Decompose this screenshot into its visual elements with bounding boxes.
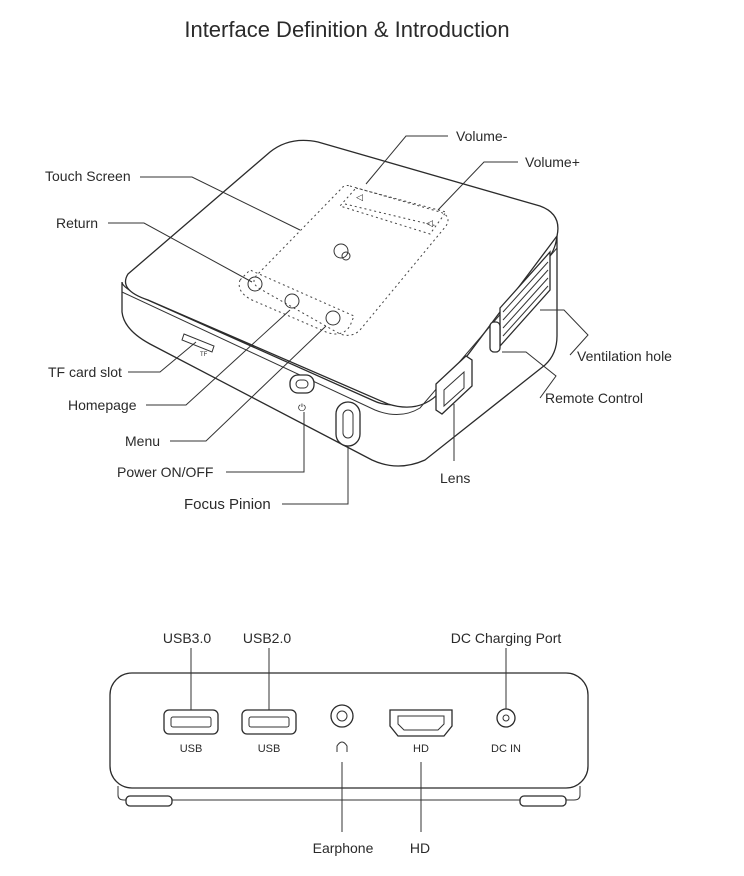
earphone-jack-inner <box>336 710 348 722</box>
dc-port-pin <box>502 714 510 722</box>
volume-slider-line <box>344 203 438 227</box>
earphone-jack <box>330 704 354 728</box>
hd-port <box>389 709 453 737</box>
foot-right <box>519 795 567 807</box>
return-button-icon <box>247 276 263 292</box>
volume-plus-icon: ◁ <box>426 218 433 228</box>
label-usb3: USB3.0 <box>163 630 211 646</box>
touch-screen-zone <box>253 185 449 336</box>
projector-back-panel: USB USB HD DC IN <box>109 672 589 807</box>
usb2-port <box>241 709 297 735</box>
leader-lines-top <box>108 135 589 505</box>
hd-mark: HD <box>413 743 429 755</box>
focus-pinion-wheel <box>342 409 354 439</box>
device-top-face <box>124 139 559 408</box>
back-panel-body <box>109 672 589 789</box>
hd-port-inner <box>397 715 445 731</box>
volume-minus-icon: ◁ <box>356 192 363 202</box>
label-earphone: Earphone <box>313 840 374 856</box>
dc-port <box>496 708 516 728</box>
lens <box>435 355 473 415</box>
dc-in-mark: DC IN <box>491 743 521 755</box>
usb2-port-inner <box>248 716 290 728</box>
touch-icon <box>333 243 349 259</box>
label-hd: HD <box>410 840 430 856</box>
label-remote-control: Remote Control <box>545 390 643 406</box>
ventilation-slats <box>502 261 549 337</box>
device-top-edge <box>121 247 558 415</box>
usb3-port-inner <box>170 716 212 728</box>
usb2-mark: USB <box>258 743 281 755</box>
label-ventilation-hole: Ventilation hole <box>577 348 672 364</box>
usb3-mark: USB <box>180 743 203 755</box>
lens-inner <box>443 370 465 408</box>
tf-card-slot <box>181 333 215 353</box>
remote-control-receiver <box>489 321 501 353</box>
power-button-inner <box>295 379 309 389</box>
label-power: Power ON/OFF <box>117 464 213 480</box>
label-tf-card-slot: TF card slot <box>48 364 122 380</box>
label-homepage: Homepage <box>68 397 137 413</box>
label-volume-plus: Volume+ <box>525 154 580 170</box>
touch-icon-ring <box>341 251 351 261</box>
menu-button-icon <box>325 310 341 326</box>
label-usb2: USB2.0 <box>243 630 291 646</box>
volume-zone <box>339 187 447 235</box>
label-menu: Menu <box>125 433 160 449</box>
headphone-icon <box>336 741 348 752</box>
label-volume-minus: Volume- <box>456 128 508 144</box>
projector-device-top: ◁ ◁ TF ⏻ <box>121 139 559 467</box>
homepage-button-icon <box>284 293 300 309</box>
label-return: Return <box>56 215 98 231</box>
focus-pinion <box>335 401 361 447</box>
tf-mark: TF <box>200 352 208 358</box>
power-button <box>289 374 315 394</box>
label-dc-charging-port: DC Charging Port <box>451 630 562 646</box>
label-touch-screen: Touch Screen <box>45 168 131 184</box>
button-row-zone <box>238 269 355 335</box>
power-symbol-icon: ⏻ <box>298 403 306 414</box>
leader-lines-bottom <box>190 648 507 832</box>
label-focus-pinion: Focus Pinion <box>184 496 271 513</box>
back-panel-base <box>117 786 581 801</box>
page-title: Interface Definition & Introduction <box>184 17 509 42</box>
foot-left <box>125 795 173 807</box>
label-lens: Lens <box>440 470 470 486</box>
usb3-port <box>163 709 219 735</box>
